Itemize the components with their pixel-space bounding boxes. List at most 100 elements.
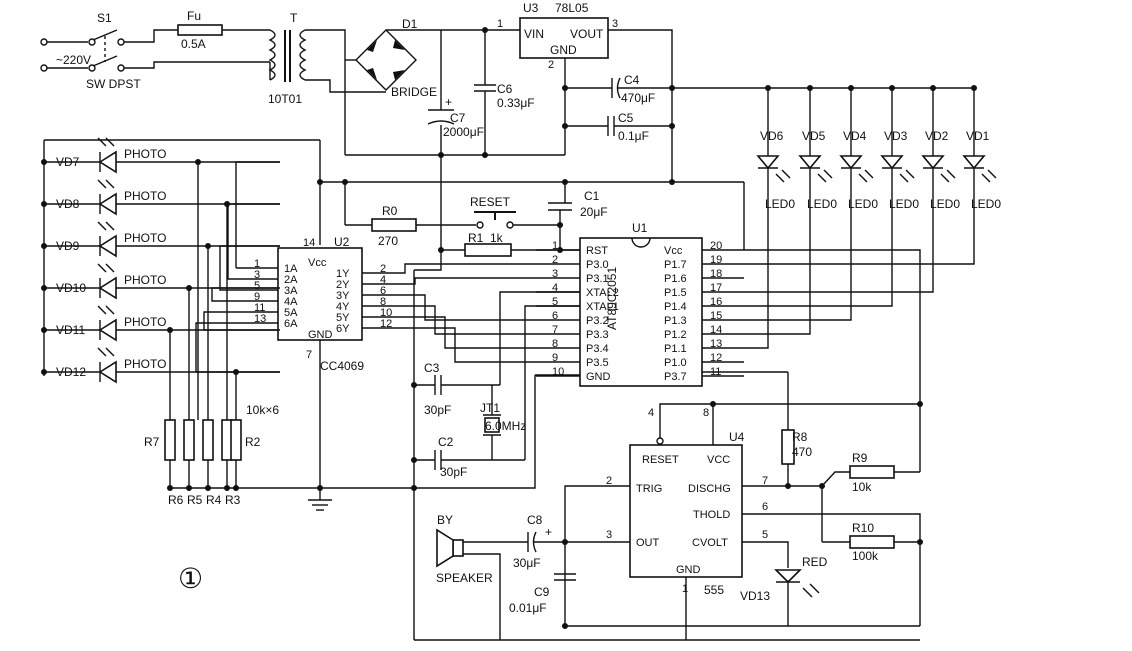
u2-to-u1-wire xyxy=(400,316,536,349)
u1-left-label: P3.0 xyxy=(586,259,609,271)
vd13-color: RED xyxy=(802,555,828,569)
photo-to-u2-wire xyxy=(195,322,280,373)
u2-to-u1-wire xyxy=(400,327,536,363)
r4-ref: R4 xyxy=(206,493,222,507)
u3-vin: VIN xyxy=(524,27,544,41)
bank-resistor xyxy=(202,243,214,491)
u1-to-led-wire xyxy=(744,182,811,335)
u2-input-label: 5A xyxy=(284,307,298,319)
u2-output-label: 1Y xyxy=(336,268,350,280)
r7-ref: R7 xyxy=(144,435,160,449)
c5-value: 0.1μF xyxy=(618,129,649,143)
u1-left-label: RST xyxy=(586,245,608,257)
photodiode-type: PHOTO xyxy=(124,231,166,245)
u1-left-label: P3.4 xyxy=(586,343,609,355)
fuse-ref: Fu xyxy=(187,9,201,23)
u2-input-pin: 5 xyxy=(254,280,260,292)
reset-network: R0 270 RESET R1 1k C1 20μF xyxy=(344,155,608,257)
photodiode-vd9: VD9 PHOTO xyxy=(41,221,280,258)
bank-resistor xyxy=(164,327,176,491)
u4-vcc: VCC xyxy=(707,454,730,466)
u4-trig: TRIG xyxy=(636,483,662,495)
ic-u2-cc4069: U2 14 7 CC4069 GND 1A12A33A54A95A116A13V… xyxy=(236,235,400,373)
svg-text:2: 2 xyxy=(548,59,554,71)
speaker-section: BY SPEAKER + C8 30μF C9 0.01μF xyxy=(436,513,788,640)
bridge-type: BRIDGE xyxy=(391,85,437,99)
svg-text:5: 5 xyxy=(762,529,768,541)
photodiode-type: PHOTO xyxy=(124,189,166,203)
u1-to-led-wire xyxy=(744,182,852,321)
mains-label: ~220V xyxy=(56,53,91,67)
bridge-ref: D1 xyxy=(402,17,418,31)
led-ref: VD5 xyxy=(802,129,826,143)
c7-value: 2000μF xyxy=(443,125,484,139)
u2-output-pin: 6 xyxy=(380,285,386,297)
u4-reset: RESET xyxy=(642,454,679,466)
u1-ref: U1 xyxy=(632,221,648,235)
u4-out: OUT xyxy=(636,537,660,549)
photodiode-ref: VD8 xyxy=(56,197,80,211)
r9-value: 10k xyxy=(852,480,872,494)
u3-type: 78L05 xyxy=(555,1,589,15)
c3-ref: C3 xyxy=(424,361,440,375)
led-ref: VD4 xyxy=(843,129,867,143)
svg-text:7: 7 xyxy=(306,349,312,361)
u2-input-pin: 1 xyxy=(254,258,260,270)
u1-right-label: P1.0 xyxy=(664,357,687,369)
u1-right-pin: 17 xyxy=(710,282,722,294)
u1-left-label: P3.2 xyxy=(586,315,609,327)
u2-output-pin: 8 xyxy=(380,296,386,308)
u2-output-pin: 12 xyxy=(380,318,392,330)
u2-output-label: 3Y xyxy=(336,290,350,302)
u1-left-pin: 3 xyxy=(552,268,558,280)
u1-left-label: XTAL2 xyxy=(586,287,619,299)
u4-type: 555 xyxy=(704,583,724,597)
svg-text:8: 8 xyxy=(703,407,709,419)
transformer-t: T 10T01 xyxy=(268,11,386,106)
u1-right-pin: 18 xyxy=(710,268,722,280)
r2-ref: R2 xyxy=(245,435,261,449)
u1-right-label: P1.4 xyxy=(664,301,687,313)
u2-input-label: 2A xyxy=(284,274,298,286)
u1-right-label: P1.1 xyxy=(664,343,687,355)
crystal-oscillator: C3 30pF C2 30pF JT1 6.0MHz xyxy=(411,250,580,640)
u1-left-pin: 4 xyxy=(552,282,558,294)
c5-ref: C5 xyxy=(618,111,634,125)
svg-text:1: 1 xyxy=(682,583,688,595)
u2-output-label: 6Y xyxy=(336,323,350,335)
switch-s1: S1 SW DPST xyxy=(86,11,270,91)
regulator-u3: U3 78L05 VIN VOUT GND 1 3 2 xyxy=(497,1,673,155)
bank-resistor xyxy=(195,159,201,420)
svg-text:3: 3 xyxy=(606,529,612,541)
photodiode-ref: VD9 xyxy=(56,239,80,253)
photodiode-ref: VD7 xyxy=(56,155,80,169)
photodiode-array: VD7PHOTOVD8PHOTOVD9PHOTOVD10PHOTOVD11PHO… xyxy=(41,137,280,384)
r10-ref: R10 xyxy=(852,521,874,535)
u1-left-label: P3.3 xyxy=(586,329,609,341)
r9-ref: R9 xyxy=(852,451,868,465)
ic-u1-at89c2051: U1 AT89C2051 RST1P3.02P3.13XTAL24XTAL15P… xyxy=(536,221,744,387)
r5-ref: R5 xyxy=(187,493,203,507)
u1-right-label: P3.7 xyxy=(664,371,687,383)
u3-gnd: GND xyxy=(550,43,577,57)
jt1-ref: JT1 xyxy=(480,401,500,415)
c1-value: 20μF xyxy=(580,205,608,219)
u2-input-label: 1A xyxy=(284,263,298,275)
photo-to-u2-wire xyxy=(227,203,280,280)
resistor-bank-value: 10k×6 xyxy=(246,403,279,417)
u2-to-u1-wire xyxy=(400,277,536,285)
u1-left-label: P3.1 xyxy=(586,273,609,285)
c4-ref: C4 xyxy=(624,73,640,87)
bank-resistor xyxy=(183,285,195,491)
c8-value: 30μF xyxy=(513,556,541,570)
capacitor-c5: C5 0.1μF xyxy=(562,111,672,143)
u1-right-label: Vcc xyxy=(664,245,683,257)
photodiode-ref: VD12 xyxy=(56,365,86,379)
u2-input-label: 3A xyxy=(284,285,298,297)
bridge-d1: D1 BRIDGE xyxy=(344,17,441,155)
photodiode-type: PHOTO xyxy=(124,357,166,371)
u1-to-led-wire xyxy=(744,182,934,293)
